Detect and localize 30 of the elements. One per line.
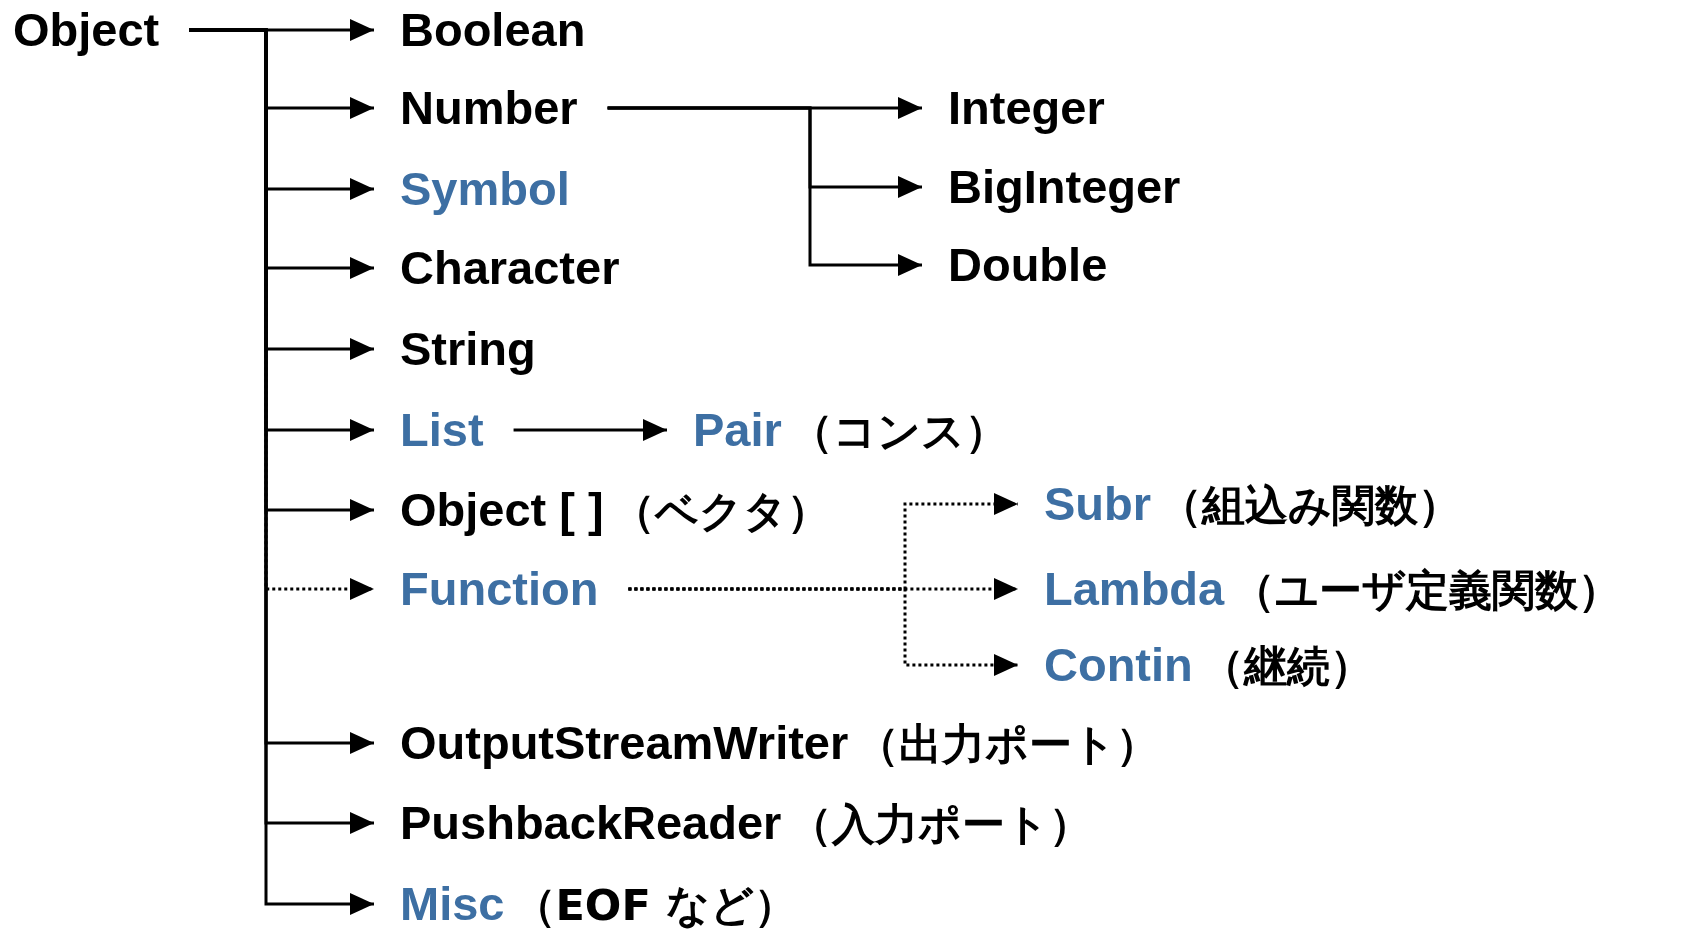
- type-name: Symbol: [400, 162, 570, 215]
- type-name: OutputStreamWriter: [400, 716, 849, 769]
- annotation-text: （ユーザ定義関数）: [1232, 565, 1622, 615]
- type-name: Subr: [1044, 477, 1152, 530]
- annotation-text: （組込み関数）: [1159, 480, 1462, 530]
- annotation-text: （継続）: [1200, 641, 1373, 691]
- annotation-text: （EOF など）: [512, 880, 797, 930]
- arrow: [607, 106, 922, 276]
- arrow: [513, 419, 667, 441]
- annotation-text: （コンス）: [789, 406, 1008, 456]
- type-name: Contin: [1044, 638, 1193, 691]
- type-name: String: [400, 322, 536, 375]
- type-name: Integer: [948, 81, 1105, 134]
- type-name: Misc: [400, 877, 505, 930]
- type-name: Lambda: [1044, 562, 1225, 615]
- type-name: Double: [948, 238, 1108, 291]
- type-name: Object: [13, 3, 160, 56]
- type-name: Pair: [693, 403, 782, 456]
- type-name: Object [ ]: [400, 483, 604, 536]
- type-name: Character: [400, 241, 620, 294]
- annotation-text: （ベクタ）: [611, 486, 830, 536]
- type-name: BigInteger: [948, 160, 1181, 213]
- type-name: List: [400, 403, 484, 456]
- type-name: PushbackReader: [400, 796, 782, 849]
- annotation-text: （入力ポート）: [789, 799, 1093, 849]
- type-name: Function: [400, 562, 599, 615]
- annotation-text: （出力ポート）: [856, 719, 1160, 769]
- type-name: Boolean: [400, 3, 586, 56]
- type-name: Number: [400, 81, 578, 134]
- arrow: [628, 587, 1018, 676]
